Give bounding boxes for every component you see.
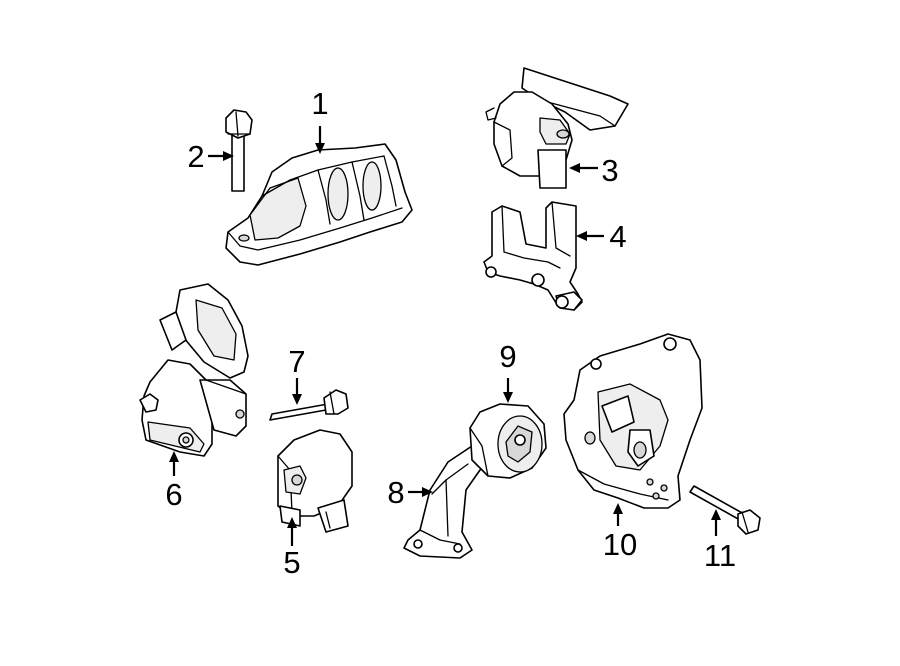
arrow-2 xyxy=(223,151,234,161)
part-8-torque-strut[interactable] xyxy=(403,439,503,559)
arrow-3 xyxy=(569,163,580,173)
callout-4[interactable]: 4 xyxy=(609,219,626,254)
callout-7[interactable]: 7 xyxy=(288,344,305,379)
part-3-upper-mount[interactable] xyxy=(485,67,629,189)
part-2-bolt[interactable] xyxy=(225,109,253,192)
part-5-mount[interactable] xyxy=(277,429,353,533)
callout-3[interactable]: 3 xyxy=(601,153,618,188)
callout-6[interactable]: 6 xyxy=(165,477,182,512)
callout-5[interactable]: 5 xyxy=(283,545,300,580)
arrow-8 xyxy=(422,487,433,497)
callout-11[interactable]: 11 xyxy=(704,538,736,573)
part-11-bolt[interactable] xyxy=(689,485,761,535)
part-9-bushing[interactable] xyxy=(469,403,547,479)
arrow-1 xyxy=(315,143,325,154)
arrow-9 xyxy=(503,392,513,403)
callout-9[interactable]: 9 xyxy=(499,339,516,374)
leader-lines xyxy=(169,126,721,546)
callout-2[interactable]: 2 xyxy=(187,139,204,174)
arrow-11 xyxy=(711,509,721,520)
arrow-10 xyxy=(613,503,623,514)
arrow-7 xyxy=(292,394,302,405)
arrow-5 xyxy=(287,517,297,528)
part-4-bracket[interactable] xyxy=(483,201,583,311)
part-10-transmission-mount[interactable] xyxy=(563,333,703,509)
part-6-mount[interactable] xyxy=(139,283,249,457)
arrow-6 xyxy=(169,451,179,462)
part-7-long-bolt[interactable] xyxy=(269,389,349,421)
callout-1[interactable]: 1 xyxy=(311,86,328,121)
callout-labels: 1 2 3 4 5 6 7 8 9 10 11 xyxy=(165,86,736,580)
callout-8[interactable]: 8 xyxy=(387,475,404,510)
callout-10[interactable]: 10 xyxy=(603,527,637,562)
part-1-mount-bracket[interactable] xyxy=(225,143,413,266)
arrow-4 xyxy=(576,231,587,241)
